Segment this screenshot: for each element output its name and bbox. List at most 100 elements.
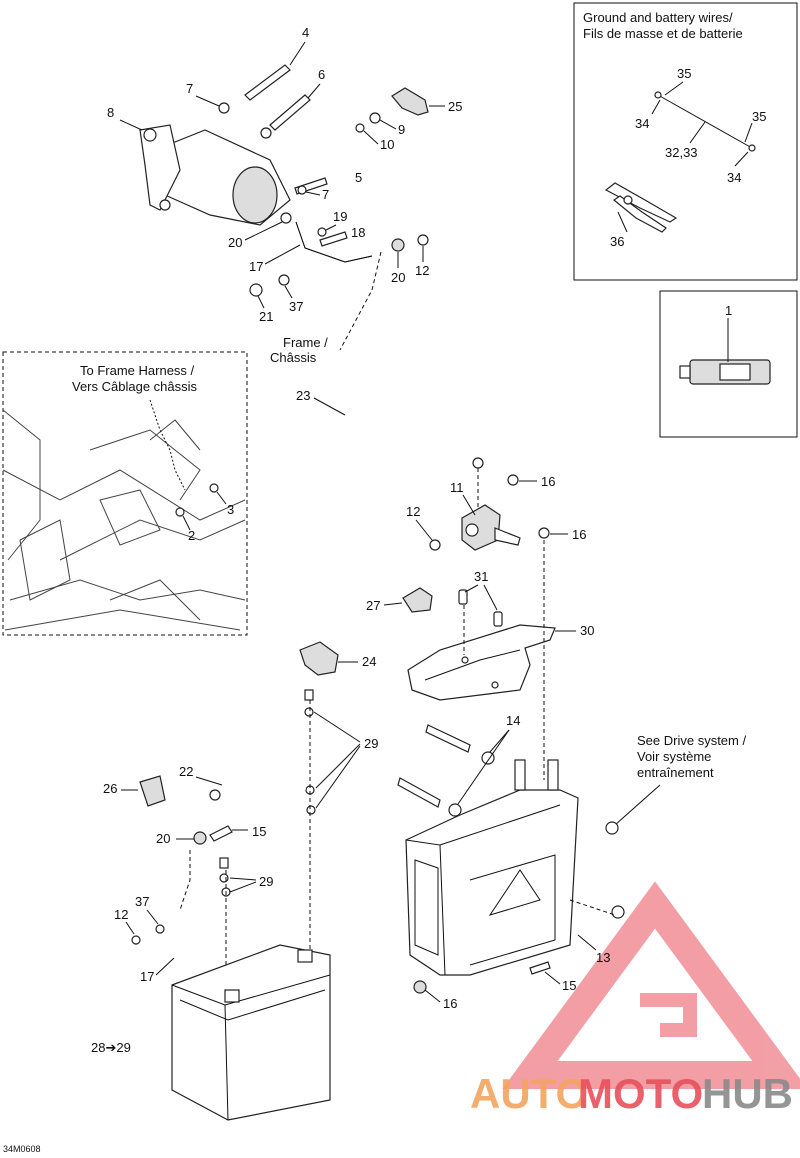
bolt-15b: [529, 961, 551, 975]
washer-19: [317, 227, 327, 237]
part-label-12c: 12: [114, 907, 128, 922]
cap-21: [249, 283, 263, 297]
washer-20a: [280, 212, 292, 224]
positive-cable-23: [317, 145, 481, 563]
part-label-10: 10: [380, 137, 394, 152]
washer-37a: [278, 274, 290, 286]
bolt-15a: [209, 825, 233, 842]
frame-label-line1: Frame /: [283, 335, 328, 350]
nut-9: [369, 112, 381, 124]
part-label-16c: 16: [443, 996, 457, 1011]
terminal-cover-24: [299, 641, 339, 676]
frame-harness-title-line2: Vers Câblage châssis: [72, 379, 198, 394]
part-label-29b: 29: [259, 874, 273, 889]
part-label-15b: 15: [562, 978, 576, 993]
frame-label-line2: Châssis: [270, 350, 317, 365]
bolt-4: [244, 64, 291, 101]
part-label-5: 5: [355, 170, 362, 185]
part-label-20c: 20: [156, 831, 170, 846]
part-label-17a: 17: [249, 259, 263, 274]
part-label-24: 24: [362, 654, 376, 669]
part-label-37a: 37: [289, 299, 303, 314]
svg-text:MOTO: MOTO: [578, 1070, 703, 1117]
svg-text:AUTO: AUTO: [470, 1070, 588, 1117]
part-label-31: 31: [474, 569, 488, 584]
part-label-3: 3: [227, 502, 234, 517]
ground-battery-title-line2: Fils de masse et de batterie: [583, 26, 743, 41]
part-label-16a: 16: [541, 474, 555, 489]
ground-battery-title-line1: Ground and battery wires/: [583, 10, 733, 25]
watermark-logo: [502, 881, 800, 1089]
washer-37b: [155, 924, 165, 934]
bolts-14: [397, 724, 495, 817]
part-label-21: 21: [259, 309, 273, 324]
washer-7c: [297, 185, 307, 195]
watermark-text: AUTO MOTO HUB: [470, 1070, 793, 1117]
part-label-37b: 37: [135, 894, 149, 909]
grease-tube-illustration: [679, 318, 771, 385]
ground-cable-17b: [170, 897, 227, 961]
part-label-26: 26: [103, 781, 117, 796]
washer-10: [355, 123, 365, 133]
nut-16a: [507, 474, 519, 486]
part-label-20a: 20: [228, 235, 242, 250]
star-washer-20c: [193, 831, 207, 845]
part-label-36: 36: [610, 234, 624, 249]
nut-16b: [538, 527, 550, 539]
part-label-23: 23: [296, 388, 310, 403]
part-label-13: 13: [596, 950, 610, 965]
drawing-code: 34M0608: [3, 1144, 41, 1154]
part-label-7b: 7: [322, 187, 329, 202]
star-washer-20b: [391, 238, 405, 252]
part-label-18: 18: [351, 225, 365, 240]
pad-31b: [493, 611, 503, 627]
drive-system-line1: See Drive system /: [637, 733, 746, 748]
part-label-11: 11: [450, 480, 464, 495]
part-label-19: 19: [333, 209, 347, 224]
part-label-32-33: 32,33: [665, 145, 698, 160]
nut-12b: [429, 539, 441, 551]
cable-17a: [295, 221, 373, 263]
part-label-4: 4: [302, 25, 309, 40]
part-label-1: 1: [725, 303, 732, 318]
nut-16c: [413, 980, 427, 994]
solenoid-11: [461, 504, 521, 551]
part-label-34b: 34: [727, 170, 741, 185]
part-label-35a: 35: [677, 66, 691, 81]
part-label-12a: 12: [415, 263, 429, 278]
terminal-boot-27: [402, 587, 433, 613]
drive-system-line3: entraînement: [637, 765, 714, 780]
drive-system-line2: Voir système: [637, 749, 711, 764]
part-label-25: 25: [448, 99, 462, 114]
pad-31a: [458, 589, 468, 605]
part-label-35b: 35: [752, 109, 766, 124]
battery-note: 28➔29: [91, 1040, 131, 1055]
part-label-15a: 15: [252, 824, 266, 839]
frame-harness-title-line1: To Frame Harness /: [80, 363, 195, 378]
nut-top: [472, 457, 484, 469]
part-label-7a: 7: [186, 81, 193, 96]
nut-12c: [131, 935, 141, 945]
drive-system-fastener: [605, 821, 625, 919]
part-label-29a: 29: [364, 736, 378, 751]
part-label-6: 6: [318, 67, 325, 82]
svg-text:HUB: HUB: [702, 1070, 793, 1117]
solenoid-bracket-30: [407, 624, 556, 701]
part-label-9: 9: [398, 122, 405, 137]
battery-tray-13: [405, 759, 579, 976]
part-label-30: 30: [580, 623, 594, 638]
frame-structure-illustration: [2, 399, 246, 631]
battery-28: [171, 944, 331, 1121]
part-label-12b: 12: [406, 504, 420, 519]
washer-7a: [218, 102, 230, 114]
part-label-22: 22: [179, 764, 193, 779]
terminal-boot-25: [391, 87, 429, 116]
battery-cable-22: [209, 768, 307, 801]
part-label-16b: 16: [572, 527, 586, 542]
bolt-18: [319, 231, 348, 247]
part-label-34a: 34: [635, 116, 649, 131]
part-label-2: 2: [188, 528, 195, 543]
part-label-27: 27: [366, 598, 380, 613]
part-label-17b: 17: [140, 969, 154, 984]
